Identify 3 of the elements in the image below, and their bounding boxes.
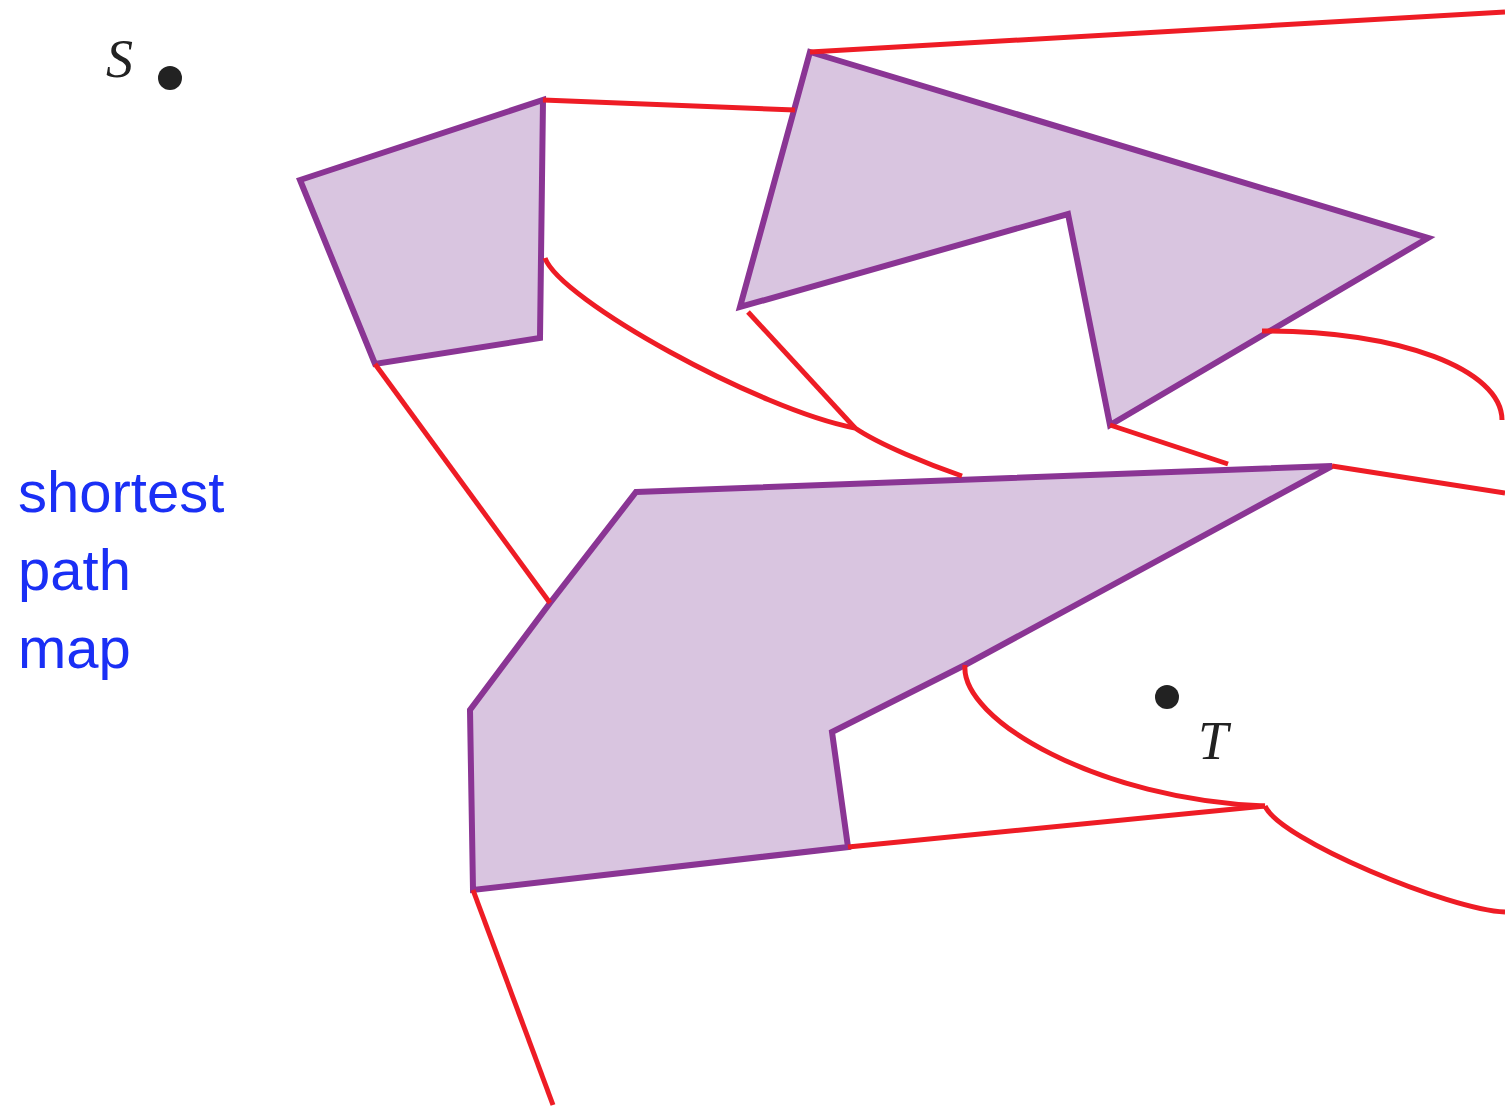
point-label: S	[106, 32, 133, 86]
point-label: T	[1198, 714, 1229, 768]
map-label: shortest path map	[18, 458, 226, 682]
